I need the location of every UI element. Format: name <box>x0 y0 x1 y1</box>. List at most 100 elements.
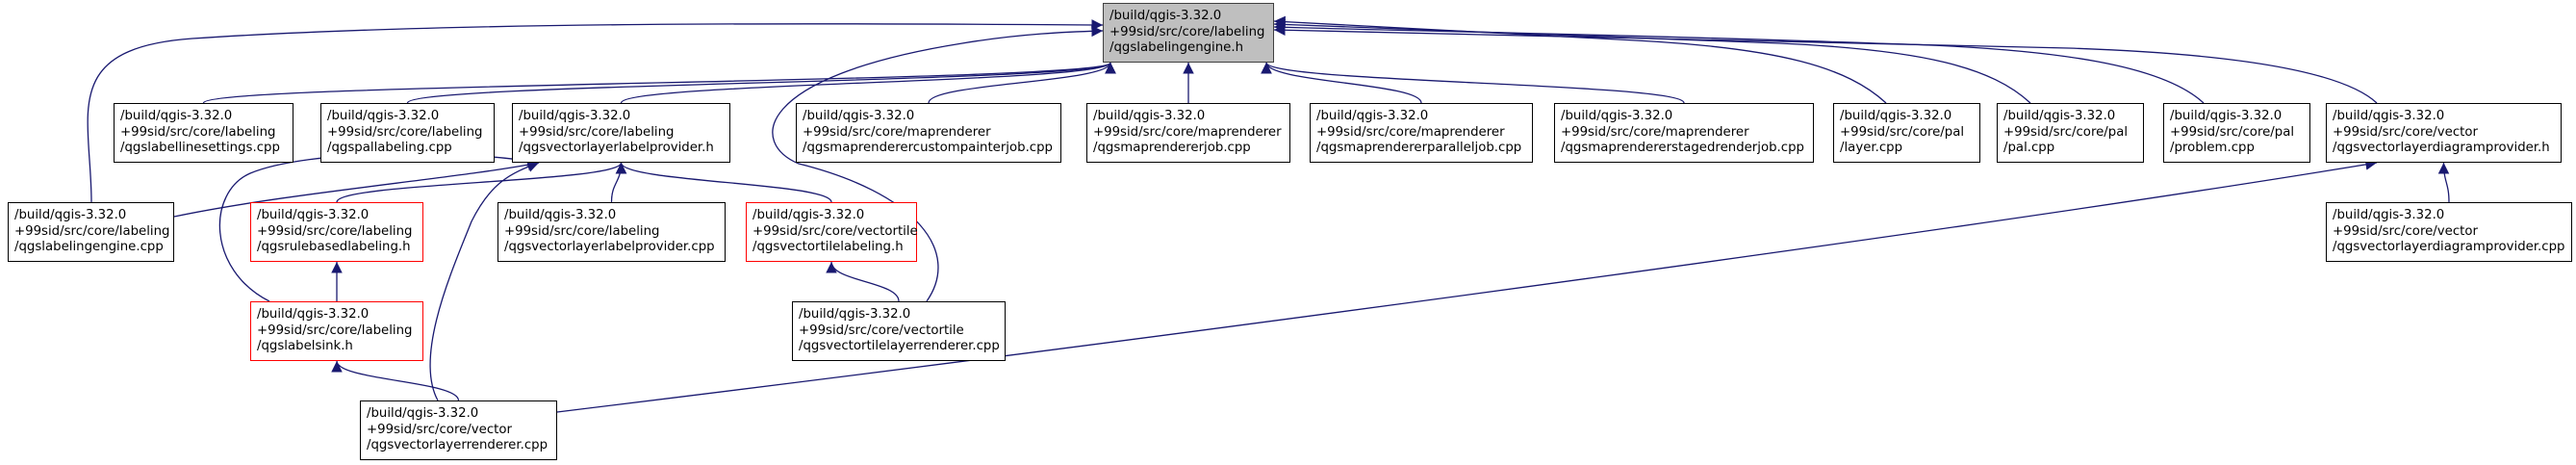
node-label-line: /build/qgis-3.32.0 <box>120 109 233 123</box>
node-label-line: /build/qgis-3.32.0 <box>257 208 370 222</box>
node-label-line: +99sid/src/core/pal <box>2003 124 2129 140</box>
node-label-line: +99sid/src/core/vectortile <box>799 323 964 338</box>
node-label-line: /layer.cpp <box>1840 141 1903 155</box>
dependency-arrow-vectorlayerrenderer_cpp-to-labelsink_h <box>331 360 460 401</box>
node-label-line: /build/qgis-3.32.0 <box>504 208 617 222</box>
node-custompainterjob-cpp[interactable]: /build/qgis-3.32.0+99sid/src/core/mapren… <box>796 103 1061 163</box>
node-label-line: /qgsmaprendererjob.cpp <box>1093 141 1251 155</box>
node-label-line: +99sid/src/core/labeling <box>257 223 413 239</box>
node-label-line: /build/qgis-3.32.0 <box>367 406 479 421</box>
dependency-arrow-vectorlayerrenderer_cpp-to-vectorlayerlabelprovider_h <box>429 161 540 401</box>
node-label-line: /build/qgis-3.32.0 <box>14 208 127 222</box>
node-label-line: +99sid/src/core/maprenderer <box>1561 124 1749 140</box>
node-diagramprovider-h[interactable]: /build/qgis-3.32.0+99sid/src/core/vector… <box>2326 103 2562 163</box>
node-label-line: /qgsmaprendererparalleljob.cpp <box>1316 141 1522 155</box>
dependency-arrow-diagramprovider_cpp-to-diagramprovider_h <box>2437 162 2450 203</box>
dependency-arrow-labelingengine_cpp-to-vectorlayerlabelprovider_h <box>173 159 540 218</box>
node-labellinesettings-cpp[interactable]: /build/qgis-3.32.0+99sid/src/core/labeli… <box>114 103 293 163</box>
dependency-arrow-vectortilelabeling_h-to-vectorlayerlabelprovider_h <box>615 162 832 203</box>
dependency-arrow-vectortilelayerrenderer_cpp-to-vectortilelabeling_h <box>826 261 900 302</box>
node-label-line: +99sid/src/core/labeling <box>257 323 413 338</box>
node-label-line: +99sid/src/core/labeling <box>1109 24 1265 39</box>
node-vectorlayerlabelprovider-h[interactable]: /build/qgis-3.32.0+99sid/src/core/labeli… <box>512 103 730 163</box>
node-label-line: +99sid/src/core/labeling <box>504 223 660 239</box>
node-diagramprovider-cpp[interactable]: /build/qgis-3.32.0+99sid/src/core/vector… <box>2326 202 2572 262</box>
node-label-line: +99sid/src/core/vector <box>2333 223 2478 239</box>
node-label-line: /build/qgis-3.32.0 <box>1109 9 1222 23</box>
node-label-line: /pal.cpp <box>2003 141 2055 155</box>
node-label-line: /build/qgis-3.32.0 <box>1840 109 1952 123</box>
node-label-line: /qgsvectorlayerdiagramprovider.cpp <box>2333 240 2565 254</box>
node-labelingengine-cpp[interactable]: /build/qgis-3.32.0+99sid/src/core/labeli… <box>8 202 174 262</box>
node-stagedrenderjob-cpp[interactable]: /build/qgis-3.32.0+99sid/src/core/mapren… <box>1554 103 1814 163</box>
node-label-line: /qgsvectortilelabeling.h <box>752 240 904 254</box>
node-paralleljob-cpp[interactable]: /build/qgis-3.32.0+99sid/src/core/mapren… <box>1310 103 1533 163</box>
node-pal-pal-cpp[interactable]: /build/qgis-3.32.0+99sid/src/core/pal/pa… <box>1997 103 2144 163</box>
node-label-line: /build/qgis-3.32.0 <box>2333 109 2445 123</box>
node-label-line: /build/qgis-3.32.0 <box>257 307 370 322</box>
node-label-line: /qgsrulebasedlabeling.h <box>257 240 411 254</box>
dependency-arrow-vectorlayerlabelprovider_h-to-root <box>620 62 1116 104</box>
node-label-line: /build/qgis-3.32.0 <box>2170 109 2283 123</box>
dependency-arrow-labelingengine_cpp-to-root <box>87 19 1104 203</box>
node-label-line: /build/qgis-3.32.0 <box>1561 109 1673 123</box>
node-label-line: +99sid/src/core/labeling <box>14 223 170 239</box>
dependency-arrow-rulebasedlabeling_h-to-vectorlayerlabelprovider_h <box>336 162 627 203</box>
node-label-line: /qgslabelingengine.cpp <box>14 240 164 254</box>
node-label-line: +99sid/src/core/maprenderer <box>803 124 991 140</box>
dependency-arrow-diagramprovider_h-to-root <box>1273 24 2378 104</box>
dependency-arrow-pal_problem_cpp-to-root <box>1273 21 2205 104</box>
node-label-line: /qgslabellinesettings.cpp <box>120 141 280 155</box>
node-label-line: /build/qgis-3.32.0 <box>803 109 915 123</box>
node-label-line: +99sid/src/core/maprenderer <box>1316 124 1505 140</box>
node-vectorlayerrenderer-cpp[interactable]: /build/qgis-3.32.0+99sid/src/core/vector… <box>360 400 557 460</box>
node-label-line: /qgsmaprendererstagedrenderjob.cpp <box>1561 141 1804 155</box>
node-label-line: /qgspallabeling.cpp <box>327 141 452 155</box>
dependency-arrow-pallabeling_cpp-to-root <box>406 62 1116 104</box>
node-pal-problem-cpp[interactable]: /build/qgis-3.32.0+99sid/src/core/pal/pr… <box>2163 103 2310 163</box>
node-pal-layer-cpp[interactable]: /build/qgis-3.32.0+99sid/src/core/pal/la… <box>1833 103 1980 163</box>
node-label-line: /build/qgis-3.32.0 <box>2003 109 2116 123</box>
node-label-line: +99sid/src/core/labeling <box>120 124 276 140</box>
node-label-line: /build/qgis-3.32.0 <box>752 208 865 222</box>
node-label-line: /qgslabelsink.h <box>257 339 353 353</box>
node-label-line: /build/qgis-3.32.0 <box>1316 109 1429 123</box>
node-label-line: +99sid/src/core/pal <box>2170 124 2295 140</box>
node-label-line: /qgsvectorlayerrenderer.cpp <box>367 438 548 452</box>
node-label-line: /build/qgis-3.32.0 <box>799 307 911 322</box>
dependency-arrow-pal_layer_cpp-to-root <box>1273 15 1887 104</box>
node-vectortilelayerrenderer-cpp[interactable]: /build/qgis-3.32.0+99sid/src/core/vector… <box>792 301 1006 361</box>
node-vectortilelabeling-h[interactable]: /build/qgis-3.32.0+99sid/src/core/vector… <box>746 202 918 262</box>
node-label-line: +99sid/src/core/vector <box>2333 124 2478 140</box>
node-label-line: +99sid/src/core/maprenderer <box>1093 124 1282 140</box>
dependency-arrow-vectortilelayerrenderer_cpp-to-root <box>772 25 1104 302</box>
node-label-line: +99sid/src/core/labeling <box>519 124 675 140</box>
dependency-arrow-paralleljob_cpp-to-root <box>1261 62 1422 104</box>
node-label-line: +99sid/src/core/pal <box>1840 124 1965 140</box>
node-labelsink-h[interactable]: /build/qgis-3.32.0+99sid/src/core/labeli… <box>250 301 423 361</box>
node-label-line: +99sid/src/core/vectortile <box>752 223 918 239</box>
node-label-line: /qgsvectorlayerdiagramprovider.h <box>2333 141 2550 155</box>
node-vectorlayerlabelprovider-cpp[interactable]: /build/qgis-3.32.0+99sid/src/core/labeli… <box>497 202 726 262</box>
node-label-line: /qgsvectorlayerlabelprovider.h <box>519 141 714 155</box>
node-label-line: /build/qgis-3.32.0 <box>519 109 631 123</box>
node-pallabeling-cpp[interactable]: /build/qgis-3.32.0+99sid/src/core/labeli… <box>320 103 495 163</box>
node-label-line: /qgslabelingengine.h <box>1109 40 1244 55</box>
node-label-line: /qgsvectorlayerlabelprovider.cpp <box>504 240 715 254</box>
node-label-line: /qgsmaprenderercustompainterjob.cpp <box>803 141 1053 155</box>
node-label-line: /build/qgis-3.32.0 <box>2333 208 2445 222</box>
node-label-line: /qgsvectortilelayerrenderer.cpp <box>799 339 1000 353</box>
node-label-line: +99sid/src/core/vector <box>367 422 512 437</box>
node-label-line: +99sid/src/core/labeling <box>327 124 483 140</box>
node-root[interactable]: /build/qgis-3.32.0+99sid/src/core/labeli… <box>1103 3 1274 63</box>
node-rulebasedlabeling-h[interactable]: /build/qgis-3.32.0+99sid/src/core/labeli… <box>250 202 423 262</box>
node-label-line: /build/qgis-3.32.0 <box>1093 109 1206 123</box>
dependency-arrow-stagedrenderjob_cpp-to-root <box>1261 62 1685 104</box>
node-label-line: /problem.cpp <box>2170 141 2255 155</box>
node-maprendererjob-cpp[interactable]: /build/qgis-3.32.0+99sid/src/core/mapren… <box>1086 103 1290 163</box>
dependency-arrow-labellinesettings_cpp-to-root <box>202 62 1116 104</box>
dependency-arrow-pal_pal_cpp-to-root <box>1273 18 2031 104</box>
dependency-arrow-custompainterjob_cpp-to-root <box>928 62 1116 104</box>
